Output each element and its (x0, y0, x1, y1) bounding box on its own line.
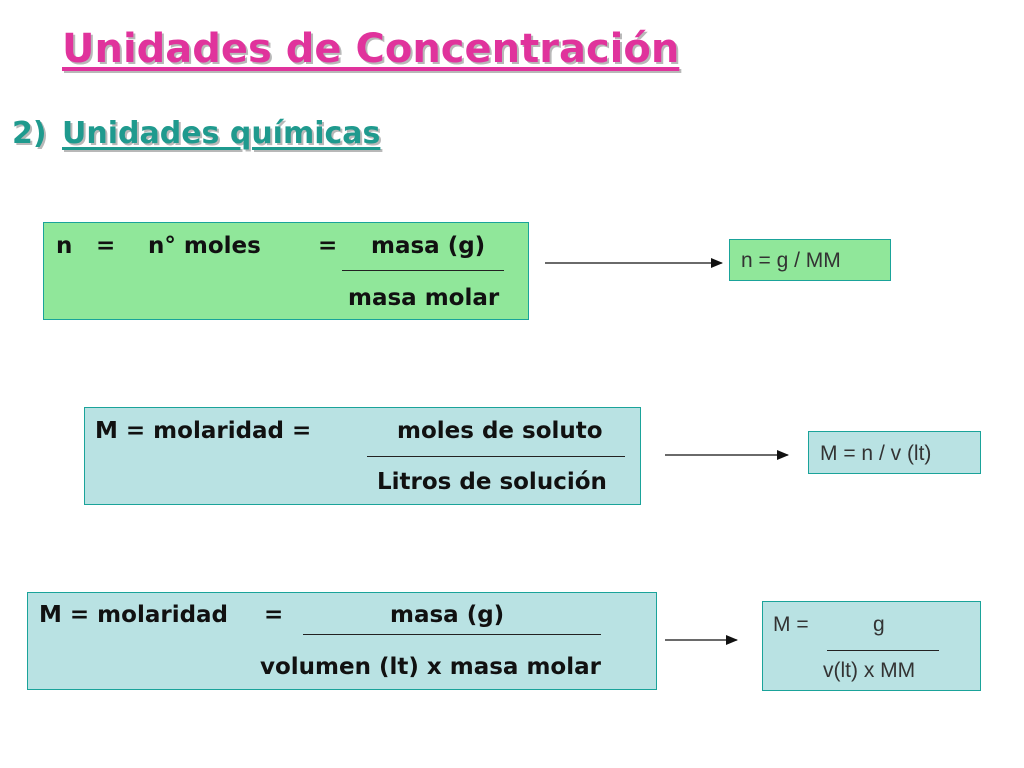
result-formula: M = n / v (lt) (820, 442, 932, 465)
section-heading: 2) Unidades químicas (12, 116, 380, 151)
fraction-numerator: moles de soluto (397, 418, 603, 444)
fraction-bar (342, 270, 504, 271)
section-number: 2) (12, 116, 47, 151)
fraction-numerator: masa (g) (390, 602, 505, 628)
fraction-bar (827, 650, 939, 651)
result-denominator: v(lt) x MM (823, 659, 916, 682)
fraction-denominator: masa molar (348, 285, 500, 311)
formula-lhs: M = molaridad (39, 602, 229, 628)
molarity-result-box: M = n / v (lt) (808, 431, 981, 474)
fraction-numerator: masa (g) (371, 233, 486, 259)
formula-lhs: n (56, 233, 73, 259)
molarity-mass-result-box: M = g v(lt) x MM (762, 601, 981, 691)
formula-lhs: M = molaridad = (95, 418, 312, 444)
equals-sign: = (96, 233, 116, 259)
fraction-bar (303, 634, 601, 635)
molarity-formula-box: M = molaridad = moles de soluto Litros d… (84, 407, 641, 505)
result-lhs: M = (773, 613, 809, 636)
moles-result-box: n = g / MM (729, 239, 891, 281)
result-formula: n = g / MM (741, 249, 841, 272)
result-numerator: g (873, 613, 885, 636)
fraction-denominator: volumen (lt) x masa molar (260, 654, 601, 680)
fraction-denominator: Litros de solución (377, 469, 607, 495)
molarity-mass-formula-box: M = molaridad = masa (g) volumen (lt) x … (27, 592, 657, 690)
page-title: Unidades de Concentración (62, 26, 680, 72)
formula-middle: n° moles (148, 233, 261, 259)
equals-sign: = (318, 233, 338, 259)
section-title: Unidades químicas (62, 116, 381, 151)
equals-sign: = (264, 602, 284, 628)
fraction-bar (367, 456, 625, 457)
moles-formula-box: n = n° moles = masa (g) masa molar (43, 222, 529, 320)
